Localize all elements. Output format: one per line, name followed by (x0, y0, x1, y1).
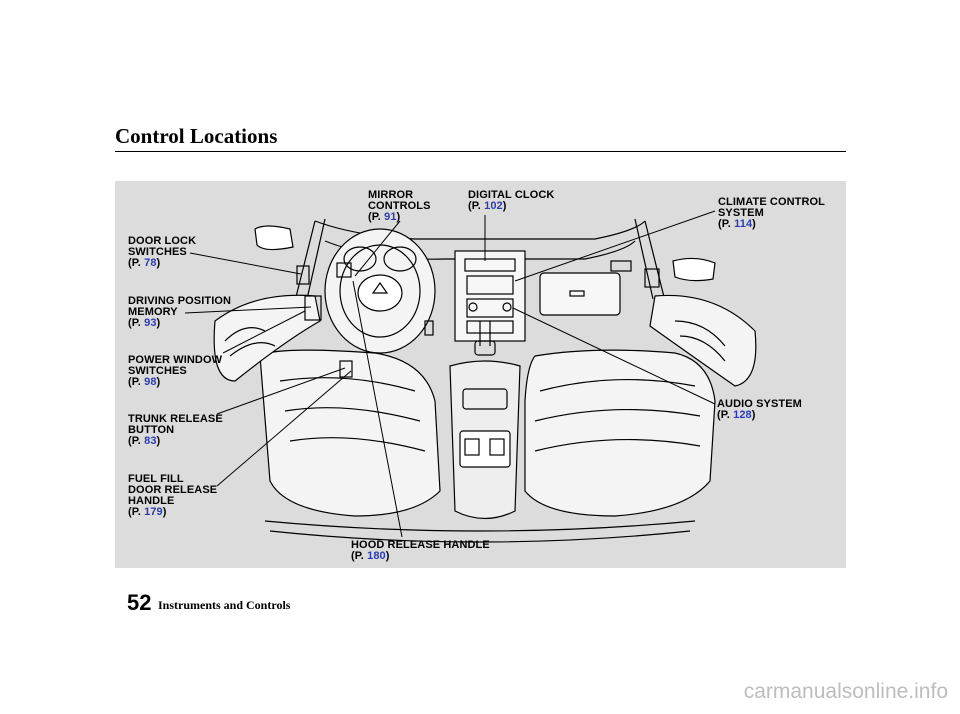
page-number: 52 (127, 590, 152, 615)
page-ref-link[interactable]: 114 (734, 218, 753, 230)
label-driving-position-memory: DRIVING POSITION MEMORY (P. 93) (128, 295, 232, 329)
label-power-window-switches: POWER WINDOW SWITCHES (P. 98) (128, 354, 223, 388)
gear-shifter (479, 321, 491, 346)
leader-hood (352, 280, 403, 538)
leader-climate (514, 210, 716, 282)
dashboard-outline (314, 220, 646, 240)
page-ref-link[interactable]: 180 (367, 550, 386, 562)
page-ref-link[interactable]: 78 (144, 257, 157, 269)
label-mirror-controls: MIRROR CONTROLS (P. 91) (368, 189, 431, 223)
leader-audio (512, 307, 716, 405)
page-ref-link[interactable]: 102 (484, 200, 503, 212)
car-interior-illustration (184, 210, 757, 543)
left-pillar (294, 218, 326, 302)
page-title: Control Locations (115, 124, 278, 148)
leader-mirror (354, 220, 401, 277)
left-seat (259, 349, 441, 517)
label-trunk-release-button: TRUNK RELEASE BUTTON (P. 83) (128, 413, 223, 447)
glovebox (539, 272, 621, 316)
page-ref-link[interactable]: 93 (144, 317, 157, 329)
leader-fuel (216, 370, 352, 487)
label-audio-system: AUDIO SYSTEM (P. 128) (717, 398, 802, 421)
right-door-panel (649, 294, 757, 387)
leader-trunk (216, 367, 346, 415)
label-door-lock-switches: DOOR LOCK SWITCHES (P. 78) (128, 235, 197, 269)
leader-driving (184, 306, 312, 314)
page-ref-link[interactable]: 98 (144, 376, 157, 388)
page-ref-link[interactable]: 83 (144, 435, 157, 447)
page-ref-link[interactable]: 179 (144, 506, 163, 518)
right-mirror (672, 257, 716, 282)
leader-door-lock (189, 252, 302, 275)
label-climate-control: CLIMATE CONTROL SYSTEM (P. 114) (718, 196, 826, 230)
right-pillar (634, 218, 666, 302)
title-rule (115, 151, 846, 152)
label-digital-clock: DIGITAL CLOCK (P. 102) (468, 189, 555, 212)
watermark: carmanualsonline.info (743, 680, 948, 703)
page-ref-link[interactable]: 128 (733, 409, 752, 421)
section-title: Instruments and Controls (158, 598, 291, 612)
page-ref-link[interactable]: 91 (384, 211, 397, 223)
right-seat (524, 349, 716, 517)
leader-power-window (222, 310, 306, 354)
label-fuel-fill-door-release-handle: FUEL FILL DOOR RELEASE HANDLE (P. 179) (128, 473, 218, 518)
label-hood-release-handle: HOOD RELEASE HANDLE (P. 180) (351, 539, 490, 562)
left-mirror (254, 225, 294, 251)
interior-illustration-panel: MIRROR CONTROLS (P. 91) DIGITAL CLOCK (P… (115, 181, 846, 568)
